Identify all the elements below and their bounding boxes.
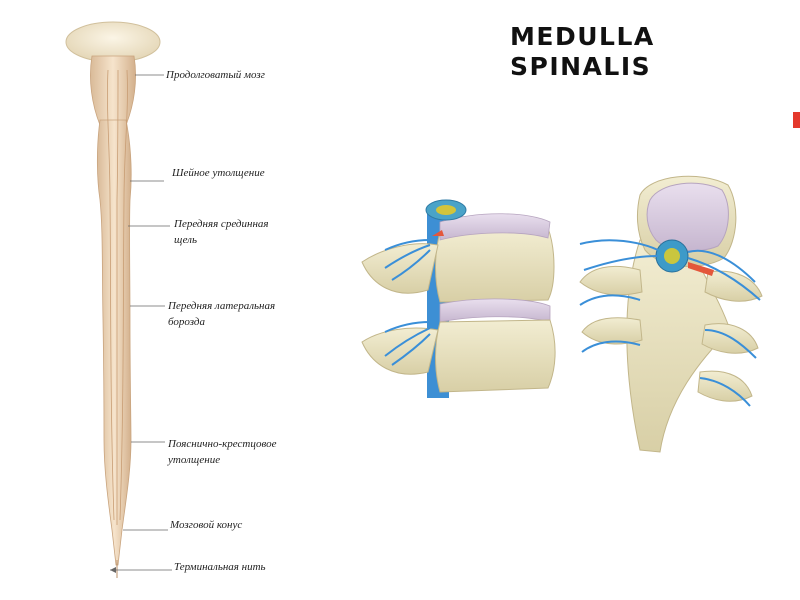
label-filum-terminale: Терминальная нить	[174, 559, 266, 575]
label-medulla-oblongata: Продолговатый мозг	[166, 67, 265, 83]
transverse-process	[581, 317, 643, 345]
nerve-root	[687, 249, 761, 301]
label-line: Передняя срединная	[174, 218, 269, 230]
label-line: щель	[174, 234, 197, 246]
spinous-process	[361, 327, 439, 375]
vertebral-body	[435, 227, 555, 303]
slide-title: MEDULLA SPINALIS	[510, 22, 655, 82]
label-line: Терминальная нить	[174, 561, 266, 573]
nerve-root	[699, 329, 757, 407]
cord-highlight	[688, 262, 714, 276]
label-line: Передняя латеральная	[168, 300, 276, 312]
nerve-root	[384, 239, 431, 281]
leader-arrow	[110, 567, 116, 573]
label-line: Пояснично-крестцовое	[168, 438, 277, 450]
title-line-2: SPINALIS	[510, 52, 652, 81]
cord-cross-section-core	[664, 248, 680, 264]
label-line: борозда	[168, 316, 205, 328]
lateral-vertebrae-view	[361, 199, 556, 398]
intervertebral-disc	[439, 298, 551, 323]
transverse-process	[704, 270, 763, 302]
nerve-root	[579, 239, 659, 271]
label-line: Продолговатый мозг	[166, 69, 265, 81]
label-line: Шейное утолщение	[172, 167, 265, 179]
transverse-process	[579, 265, 643, 296]
cord-cross-section-core	[436, 205, 456, 215]
nerve-root	[384, 321, 431, 366]
spinal-cord	[96, 119, 132, 566]
label-line: Мозговой конус	[170, 519, 243, 531]
label-anterolateral-sulcus: Передняя латеральная борозда	[168, 298, 275, 330]
nerve-root	[579, 294, 641, 353]
nerve-highlight	[432, 230, 444, 236]
spinous-process	[361, 243, 439, 294]
label-conus-medullaris: Мозговой конус	[170, 517, 242, 533]
intervertebral-disc-top	[646, 182, 729, 252]
label-anterior-median-fissure: Передняя срединная щель	[174, 216, 269, 248]
intervertebral-disc	[439, 213, 551, 241]
cord-striation	[107, 69, 115, 521]
oblique-vertebrae-view	[579, 175, 763, 453]
cord-striation	[116, 69, 119, 525]
label-lumbosacral-enlargement: Пояснично-крестцовое утолщение	[168, 436, 276, 468]
cord-striation	[119, 69, 128, 521]
label-cervical-enlargement: Шейное утолщение	[172, 165, 265, 181]
label-line: утолщение	[168, 454, 221, 466]
vertebral-body	[435, 319, 556, 393]
title-line-1: MEDULLA	[510, 22, 655, 51]
accent-bar	[793, 112, 800, 128]
